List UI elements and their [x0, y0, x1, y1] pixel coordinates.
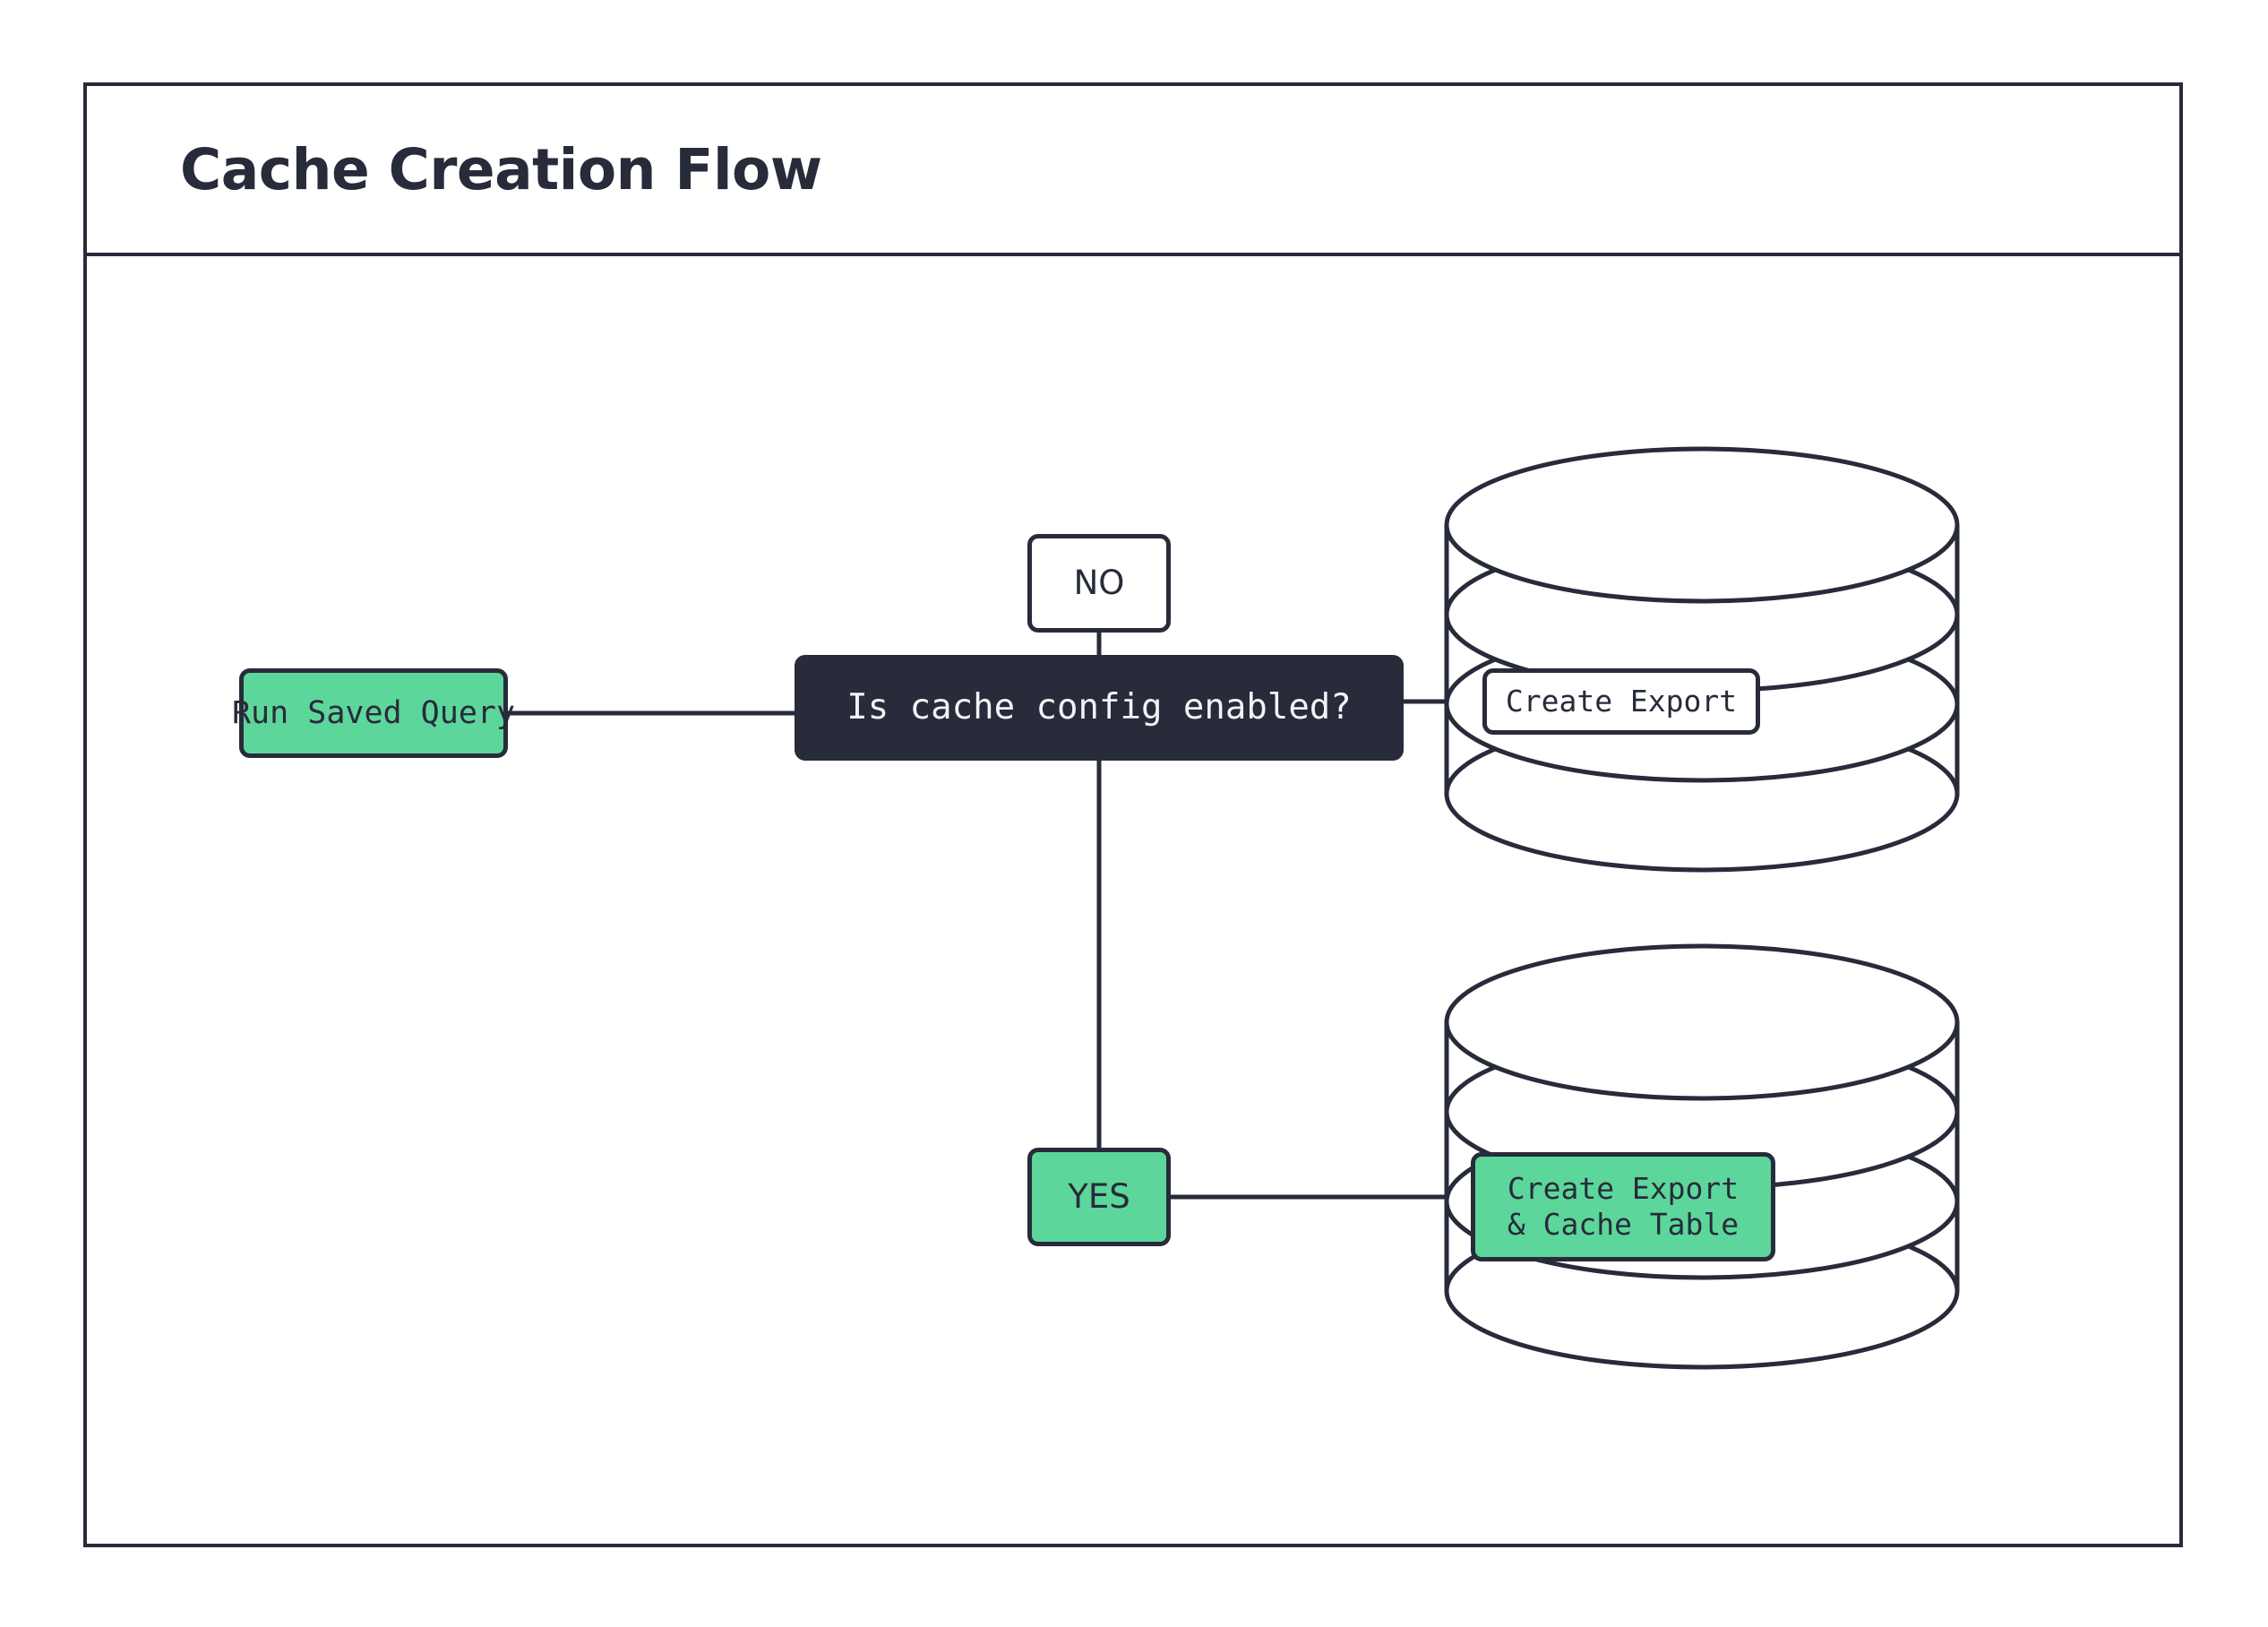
node-decision-is-cache-config-enabled[interactable]: Is cache config enabled?	[795, 655, 1404, 761]
diagram-frame: Cache Creation Flow	[83, 82, 2183, 1547]
node-create-export-and-cache-table[interactable]: Create Export & Cache Table	[1471, 1152, 1775, 1261]
database-cylinder-top	[1444, 446, 1960, 873]
cylinder-bottom-ring-1	[1444, 943, 1960, 1101]
node-create-export[interactable]: Create Export	[1482, 668, 1760, 735]
diagram-header: Cache Creation Flow	[87, 86, 2179, 256]
cylinder-top-ring-1	[1444, 446, 1960, 604]
node-run-saved-query[interactable]: Run Saved Query	[232, 668, 515, 758]
node-branch-yes[interactable]: YES	[1027, 1148, 1171, 1246]
diagram-graphics	[508, 446, 1960, 1370]
node-branch-no[interactable]: NO	[1027, 534, 1171, 633]
page-title: Cache Creation Flow	[180, 136, 822, 202]
diagram-body: Run Saved Query Is cache config enabled?…	[87, 256, 2179, 1544]
